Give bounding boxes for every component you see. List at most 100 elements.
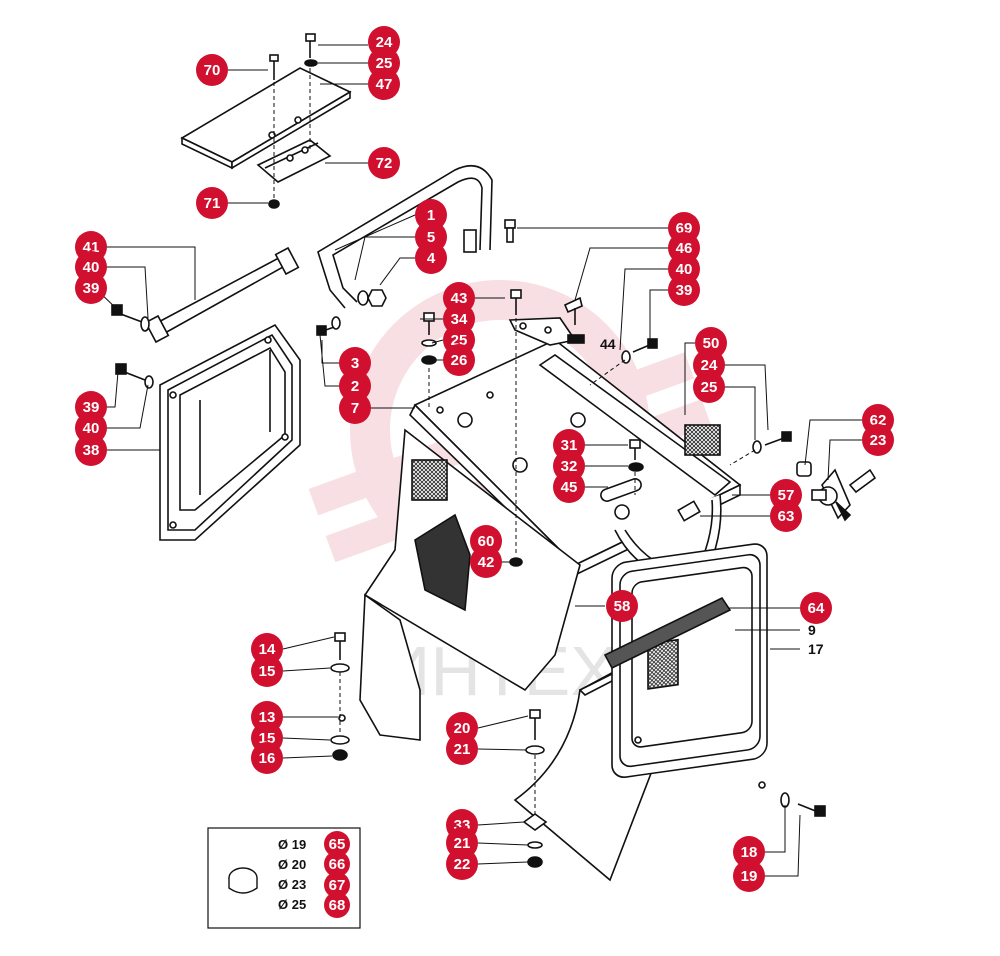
svg-text:39: 39 — [83, 399, 100, 416]
svg-text:21: 21 — [454, 835, 471, 852]
plug-icon — [228, 867, 258, 894]
svg-text:45: 45 — [561, 479, 578, 496]
svg-text:4: 4 — [427, 250, 436, 267]
callout-58: 58 — [606, 590, 638, 622]
svg-text:66: 66 — [329, 856, 346, 873]
svg-text:43: 43 — [451, 290, 468, 307]
svg-text:Ø 25: Ø 25 — [278, 897, 306, 912]
callout-18: 18 — [733, 836, 765, 868]
svg-text:3: 3 — [351, 355, 359, 372]
callout-63: 63 — [770, 500, 802, 532]
svg-text:65: 65 — [329, 836, 346, 853]
bracket-44 — [508, 296, 585, 346]
svg-text:57: 57 — [778, 487, 795, 504]
svg-text:2: 2 — [351, 378, 359, 395]
callout-64: 64 — [800, 592, 832, 624]
legend-row-1: Ø 19 65 — [278, 831, 350, 857]
left-cover-38 — [115, 323, 301, 541]
svg-text:70: 70 — [204, 62, 221, 79]
svg-text:14: 14 — [259, 641, 276, 658]
callout-72: 72 — [368, 147, 400, 179]
svg-text:71: 71 — [204, 195, 221, 212]
callout-22: 22 — [446, 848, 478, 880]
callout-4: 4 — [415, 242, 447, 274]
legend-row-2: Ø 20 66 — [278, 851, 350, 877]
svg-text:46: 46 — [676, 240, 693, 257]
svg-text:34: 34 — [451, 311, 468, 328]
svg-text:64: 64 — [808, 600, 825, 617]
svg-text:13: 13 — [259, 709, 276, 726]
svg-text:Ø 20: Ø 20 — [278, 857, 306, 872]
svg-text:25: 25 — [701, 379, 718, 396]
svg-text:26: 26 — [451, 352, 468, 369]
callout-38: 38 — [75, 434, 107, 466]
callout-45: 45 — [553, 471, 585, 503]
callout-71: 71 — [196, 187, 228, 219]
callout-19: 19 — [733, 860, 765, 892]
callouts: 70 24 25 47 72 71 1 5 4 41 40 39 3 2 7 3… — [75, 26, 894, 892]
dashed-lines — [339, 318, 756, 815]
label-44: 44 — [600, 336, 616, 352]
callout-70: 70 — [196, 54, 228, 86]
lid-assembly — [180, 33, 352, 209]
callout-47: 47 — [368, 68, 400, 100]
svg-text:42: 42 — [478, 554, 495, 571]
callout-40b: 40 — [75, 412, 107, 444]
callout-1: 1 — [415, 199, 447, 231]
callout-2: 2 — [339, 370, 371, 402]
callout-16: 16 — [251, 742, 283, 774]
svg-text:7: 7 — [351, 400, 359, 417]
plug-legend-box: Ø 19 65 Ø 20 66 Ø 23 67 Ø 25 68 — [207, 827, 361, 929]
lower-box-17 — [513, 543, 826, 882]
rod-41 — [111, 246, 300, 344]
svg-text:39: 39 — [676, 282, 693, 299]
callout-42: 42 — [470, 546, 502, 578]
svg-text:31: 31 — [561, 437, 578, 454]
svg-text:5: 5 — [427, 229, 435, 246]
callout-14: 14 — [251, 633, 283, 665]
svg-text:40: 40 — [83, 420, 100, 437]
latch-assembly — [796, 461, 877, 522]
svg-text:40: 40 — [676, 261, 693, 278]
label-17: 17 — [808, 641, 824, 657]
svg-text:68: 68 — [329, 897, 346, 914]
callout-3: 3 — [339, 347, 371, 379]
dashed-lines-lid — [273, 68, 311, 198]
svg-text:15: 15 — [259, 663, 276, 680]
svg-text:23: 23 — [870, 432, 887, 449]
label-9: 9 — [808, 622, 816, 638]
svg-text:25: 25 — [376, 55, 393, 72]
svg-text:67: 67 — [329, 877, 346, 894]
callout-7: 7 — [339, 392, 371, 424]
svg-text:39: 39 — [83, 280, 100, 297]
svg-text:40: 40 — [83, 259, 100, 276]
svg-text:72: 72 — [376, 155, 393, 172]
svg-text:63: 63 — [778, 508, 795, 525]
svg-text:24: 24 — [376, 34, 393, 51]
svg-text:24: 24 — [701, 357, 718, 374]
svg-text:16: 16 — [259, 750, 276, 767]
callout-26: 26 — [443, 344, 475, 376]
svg-text:Ø 19: Ø 19 — [278, 837, 306, 852]
svg-text:50: 50 — [703, 335, 720, 352]
legend-row-4: Ø 25 68 — [278, 892, 350, 918]
svg-text:38: 38 — [83, 442, 100, 459]
callout-39c: 39 — [668, 274, 700, 306]
svg-text:58: 58 — [614, 598, 631, 615]
callout-21a: 21 — [446, 733, 478, 765]
svg-text:47: 47 — [376, 76, 393, 93]
svg-text:21: 21 — [454, 741, 471, 758]
svg-text:Ø 23: Ø 23 — [278, 877, 306, 892]
callout-25c: 25 — [693, 371, 725, 403]
svg-text:32: 32 — [561, 458, 578, 475]
svg-text:19: 19 — [741, 868, 758, 885]
svg-text:22: 22 — [454, 856, 471, 873]
callout-24b: 24 — [693, 349, 725, 381]
svg-text:18: 18 — [741, 844, 758, 861]
svg-text:20: 20 — [454, 720, 471, 737]
callout-39a: 39 — [75, 272, 107, 304]
callout-23: 23 — [862, 424, 894, 456]
svg-text:1: 1 — [427, 207, 435, 224]
legend-row-3: Ø 23 67 — [278, 872, 350, 898]
